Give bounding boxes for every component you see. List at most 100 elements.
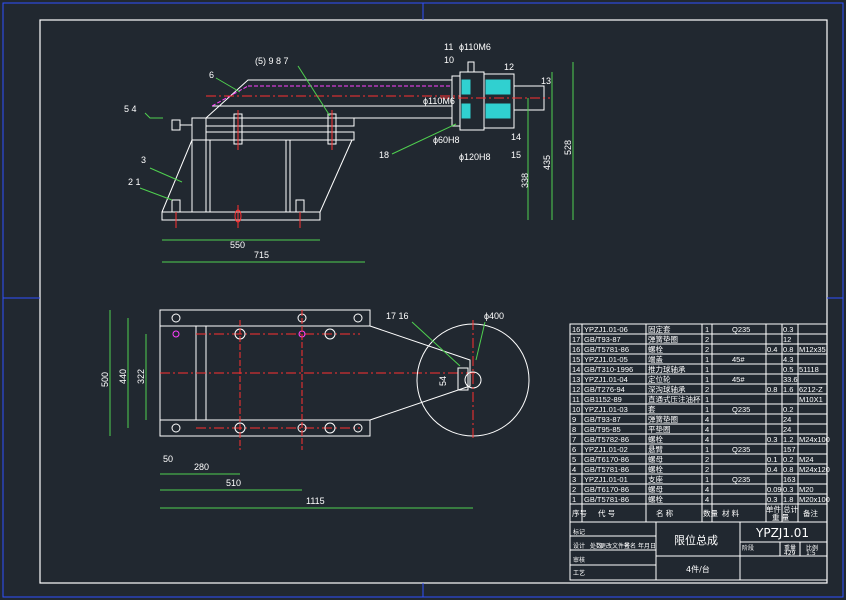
bearing-section	[461, 79, 471, 95]
dim-435: 435	[542, 155, 552, 170]
grease-cup	[467, 61, 475, 73]
title-block: 限位总成 YPZJ1.01 阶段 重量 比例 429 1:5 4件/台 标记 设…	[569, 521, 828, 581]
label-3: 3	[141, 155, 146, 165]
bom-cell-no: 16	[572, 325, 580, 334]
label-18: 18	[379, 150, 389, 160]
bom-cell-code: YPZJ1.01-06	[584, 325, 628, 334]
label-5-9-8-7: (5) 9 8 7	[255, 56, 289, 66]
base-plate	[161, 211, 321, 221]
bom-cell-note: 51118	[799, 365, 819, 374]
bom-header-no: 序号	[572, 508, 587, 518]
bolt-hole	[353, 313, 363, 323]
label-15: 15	[511, 150, 521, 160]
bom-header: 序号 代 号 名 称 数量 材 料 单件 总计 重 量 备注	[569, 503, 828, 523]
dim-1115: 1115	[306, 496, 325, 506]
sheet-qty: 4件/台	[686, 564, 710, 574]
dim-510: 510	[226, 478, 241, 488]
label-13: 13	[541, 76, 551, 86]
bom-cell-qty: 1	[705, 445, 709, 454]
bom-cell-name: 推力球轴承	[648, 364, 686, 374]
bom-cell-name: 平垫圈	[648, 424, 671, 434]
bom-cell-no: 13	[572, 375, 580, 384]
bom-cell-name: 直通式压注油杯	[648, 394, 701, 404]
bolt-hole	[353, 423, 363, 433]
bom-cell-w2: 0.8	[783, 465, 793, 474]
bom-cell-w2: 0.5	[783, 365, 793, 374]
bom-cell-name: 螺母	[648, 484, 663, 494]
bom-header-mat: 材 料	[722, 508, 740, 518]
bom-cell-no: 4	[572, 465, 576, 474]
bom-cell-name: 弹簧垫圈	[648, 414, 678, 424]
bom-cell-w2: 24	[783, 415, 791, 424]
bom-cell-code: GB/T276-94	[584, 385, 625, 394]
bearing-section	[461, 103, 471, 119]
bom-cell-no: 1	[572, 495, 576, 504]
tb-row-2: 审核	[573, 556, 585, 564]
tb-col-2: 签名	[624, 542, 636, 550]
bom-cell-qty: 2	[705, 345, 709, 354]
bom-cell-qty: 1	[705, 475, 709, 484]
bom-cell-note: M12x35	[799, 345, 826, 354]
bom-cell-no: 11	[572, 395, 580, 404]
tb-col-0: 处数	[590, 542, 602, 550]
bom-cell-qty: 1	[705, 405, 709, 414]
label-5-4: 5 4	[124, 104, 137, 114]
tb-row-1: 设计	[573, 542, 585, 550]
bom-cell-w2: 163	[783, 475, 796, 484]
bom-header-weight: 单件 总计	[766, 504, 799, 514]
bom-cell-name: 固定套	[648, 324, 671, 334]
bom-header-qty: 数量	[703, 508, 718, 518]
bom-cell-w2: 33.6	[783, 375, 798, 384]
bom-header-code: 代 号	[598, 508, 615, 518]
bom-cell-no: 7	[572, 435, 576, 444]
bom-cell-w2: 0.3	[783, 325, 793, 334]
bolt-nut	[295, 199, 305, 213]
bom-cell-qty: 2	[705, 385, 709, 394]
bom-cell-w2: 0.3	[783, 485, 793, 494]
bom-cell-code: YPZJ1.01-05	[584, 355, 628, 364]
tb-col-1: 更改文件号	[600, 542, 630, 550]
right-gusset	[319, 139, 353, 213]
bom-cell-no: 8	[572, 425, 576, 434]
dim-280: 280	[194, 462, 209, 472]
bom-cell-qty: 1	[705, 325, 709, 334]
bom-cell-note: M20x100	[799, 495, 830, 504]
tb-row-0: 标记	[573, 528, 585, 536]
label-17-16: 17 16	[386, 311, 409, 321]
bom-cell-mat: Q235	[732, 405, 750, 414]
scale-value: 1:5	[806, 550, 816, 557]
bom-cell-no: 17	[572, 335, 580, 344]
bom-cell-code: GB/T95-85	[584, 425, 621, 434]
bom-cell-code: YPZJ1.01-02	[584, 445, 628, 454]
label-14: 14	[511, 132, 521, 142]
top-view: 17 16 ϕ400 500 440 322 54 50 280 510 111…	[100, 309, 530, 509]
dim-528: 528	[563, 140, 573, 155]
bom-cell-code: GB/T5781-86	[584, 345, 629, 354]
leader-line	[411, 321, 461, 367]
bom-cell-name: 定位轮	[648, 374, 671, 384]
bom-cell-note: M20	[799, 485, 814, 494]
bom-cell-mat: Q235	[732, 475, 750, 484]
bom-cell-w2: 0.2	[783, 405, 793, 414]
bom-cell-qty: 4	[705, 415, 709, 424]
bom-cell-mat: Q235	[732, 325, 750, 334]
tb-col-3: 年月日	[638, 542, 656, 550]
bom-cell-name: 螺栓	[648, 434, 663, 444]
bom-cell-w1: 0.4	[767, 345, 777, 354]
bom-cell-w2: 12	[783, 335, 791, 344]
bom-header-name: 名 称	[656, 508, 674, 518]
bom-cell-no: 9	[572, 415, 576, 424]
bom-cell-w1: 0.1	[767, 455, 777, 464]
bom-cell-mat: Q235	[732, 445, 750, 454]
drawing-title: 限位总成	[674, 533, 718, 547]
bom-cell-name: 螺母	[648, 454, 663, 464]
bolt-hole	[324, 422, 336, 434]
bom-header-weight-sub: 重 量	[772, 513, 790, 522]
stage-label: 阶段	[742, 544, 754, 552]
bom-cell-code: YPZJ1.01-01	[584, 475, 628, 484]
bom-cell-w1: 0.4	[767, 465, 777, 474]
bom-cell-note: M24x120	[799, 465, 830, 474]
bottom-rail	[159, 419, 371, 437]
